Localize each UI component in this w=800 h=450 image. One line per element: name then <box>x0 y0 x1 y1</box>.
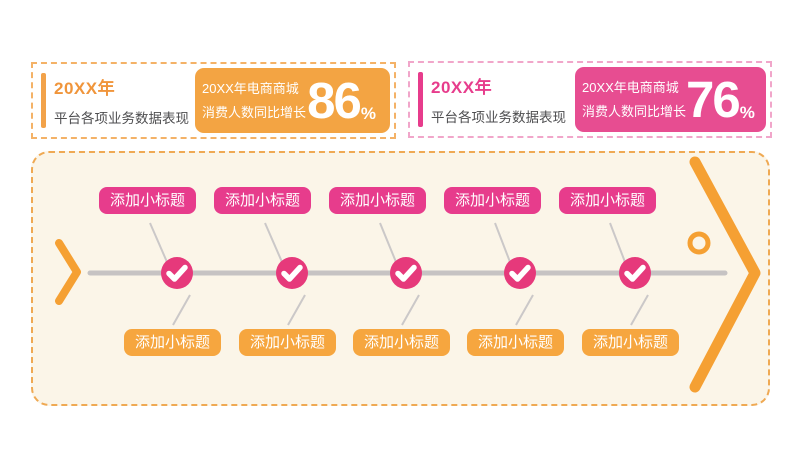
check-icon <box>166 264 188 282</box>
branch-line <box>630 294 649 326</box>
check-icon <box>624 264 646 282</box>
stat-card-pink: 20XX年 平台各项业务数据表现 20XX年电商商城 消费人数同比增长 76 % <box>408 61 772 138</box>
accent-bar <box>41 73 46 128</box>
timeline-node <box>161 257 193 289</box>
start-chevron-icon <box>55 239 81 305</box>
check-icon <box>509 264 531 282</box>
card-subtitle: 平台各项业务数据表现 <box>54 111 189 126</box>
check-icon <box>281 264 303 282</box>
stat-box: 20XX年电商商城 消费人数同比增长 76 % <box>575 67 766 132</box>
stat-line-2: 消费人数同比增长 <box>202 104 307 120</box>
top-label-chip[interactable]: 添加小标题 <box>99 187 196 214</box>
branch-line <box>287 294 306 326</box>
timeline-panel: 添加小标题 添加小标题 添加小标题 添加小标题 添加小标题 <box>31 151 770 406</box>
stat-box: 20XX年电商商城 消费人数同比增长 86 % <box>195 68 390 133</box>
stat-line-1: 20XX年电商商城 <box>582 79 679 95</box>
stat-unit: % <box>360 103 376 123</box>
branch-line <box>264 222 283 263</box>
timeline-node <box>390 257 422 289</box>
stat-value: 76 <box>686 70 741 128</box>
timeline-node <box>504 257 536 289</box>
stat-line-1: 20XX年电商商城 <box>202 80 299 96</box>
card-year: 20XX年 <box>431 78 493 97</box>
bottom-label-chip[interactable]: 添加小标题 <box>582 329 679 356</box>
card-year: 20XX年 <box>54 79 116 98</box>
top-label-chip[interactable]: 添加小标题 <box>214 187 311 214</box>
top-branch-lines <box>149 222 626 263</box>
branch-line <box>401 294 420 326</box>
end-arrow-icon <box>689 156 761 393</box>
top-label-chip[interactable]: 添加小标题 <box>559 187 656 214</box>
bottom-label-chip[interactable]: 添加小标题 <box>239 329 336 356</box>
timeline-node <box>619 257 651 289</box>
stat-value: 86 <box>307 71 362 129</box>
branch-line <box>149 222 168 263</box>
branch-line <box>172 294 191 326</box>
branch-line <box>379 222 397 263</box>
branch-line <box>515 294 534 326</box>
card-subtitle: 平台各项业务数据表现 <box>431 110 566 125</box>
ring-icon <box>687 231 711 255</box>
bottom-label-chip[interactable]: 添加小标题 <box>124 329 221 356</box>
stat-line-2: 消费人数同比增长 <box>582 103 687 119</box>
top-label-chip[interactable]: 添加小标题 <box>444 187 541 214</box>
timeline-node <box>276 257 308 289</box>
bottom-branch-lines <box>172 294 649 326</box>
bottom-label-chip[interactable]: 添加小标题 <box>467 329 564 356</box>
top-label-chip[interactable]: 添加小标题 <box>329 187 426 214</box>
stat-card-orange: 20XX年 平台各项业务数据表现 20XX年电商商城 消费人数同比增长 86 % <box>31 62 396 139</box>
branch-line <box>494 222 511 263</box>
card-title-block: 20XX年 平台各项业务数据表现 <box>37 68 195 133</box>
check-icon <box>395 264 417 282</box>
branch-line <box>609 222 626 263</box>
stat-unit: % <box>739 102 755 122</box>
card-title-block: 20XX年 平台各项业务数据表现 <box>414 67 575 132</box>
accent-bar <box>418 72 423 127</box>
bottom-label-chip[interactable]: 添加小标题 <box>353 329 450 356</box>
